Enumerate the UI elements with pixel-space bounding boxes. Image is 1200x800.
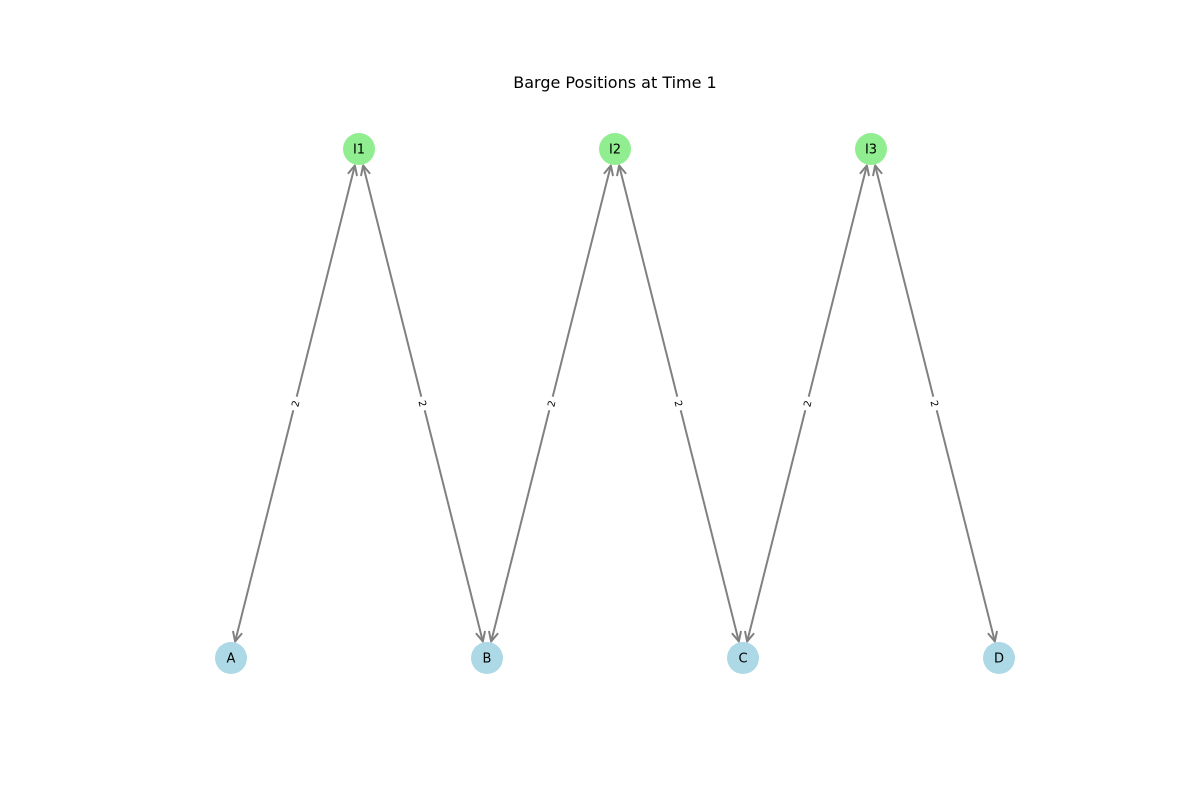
- node-A: A: [215, 642, 247, 674]
- arrowhead-to-B: [475, 630, 486, 643]
- arrowhead-to-I1: [347, 164, 358, 177]
- node-I2: I2: [599, 133, 631, 165]
- node-B: B: [471, 642, 503, 674]
- edge-weight-label: 2: [415, 399, 427, 408]
- node-label: B: [483, 652, 492, 667]
- node-circle: [343, 133, 375, 165]
- edge-A-I1: 2: [232, 164, 358, 643]
- node-label: A: [227, 652, 236, 667]
- arrowhead-to-I3: [859, 164, 870, 177]
- arrowhead-to-I2: [616, 164, 627, 177]
- arrowhead-to-B: [488, 630, 499, 643]
- node-D: D: [983, 642, 1015, 674]
- node-circle: [471, 642, 503, 674]
- arrowhead-to-I2: [603, 164, 614, 177]
- edge-I2-C: 2: [616, 164, 742, 643]
- node-label: I2: [609, 143, 621, 158]
- edge-label-background: [671, 395, 687, 412]
- edge-weight-label: 2: [927, 399, 939, 408]
- node-C: C: [727, 642, 759, 674]
- arrowhead-to-I1: [360, 164, 371, 177]
- nodes-layer: I1 I2 I3A B C D: [215, 133, 1015, 674]
- edge-label-background: [287, 395, 303, 412]
- arrowhead-to-C: [744, 630, 755, 643]
- node-circle: [983, 642, 1015, 674]
- node-circle: [855, 133, 887, 165]
- edge-I3-D: 2: [872, 164, 998, 643]
- edge-I1-B: 2: [360, 164, 486, 643]
- edge-weight-label: 2: [802, 399, 814, 408]
- edge-label-background: [799, 395, 815, 412]
- edge-B-I2: 2: [488, 164, 614, 643]
- node-circle: [599, 133, 631, 165]
- edge-label-background: [543, 395, 559, 412]
- node-label: D: [994, 652, 1004, 667]
- edge-label-background: [927, 395, 943, 412]
- edge-weight-label: 2: [671, 399, 683, 408]
- arrowhead-to-C: [731, 630, 742, 643]
- edge-weight-label: 2: [546, 399, 558, 408]
- node-I3: I3: [855, 133, 887, 165]
- node-circle: [727, 642, 759, 674]
- edge-C-I3: 2: [744, 164, 870, 643]
- edge-label-background: [415, 395, 431, 412]
- node-label: I1: [353, 143, 365, 158]
- node-label: C: [738, 652, 747, 667]
- arrowhead-to-D: [987, 630, 998, 643]
- edges-layer: 2 2 2 2 2 2: [232, 164, 998, 643]
- arrowhead-to-I3: [872, 164, 883, 177]
- diagram-title: Barge Positions at Time 1: [513, 73, 716, 92]
- node-circle: [215, 642, 247, 674]
- node-I1: I1: [343, 133, 375, 165]
- arrowhead-to-A: [232, 630, 243, 643]
- node-label: I3: [865, 143, 877, 158]
- edge-weight-label: 2: [290, 399, 302, 408]
